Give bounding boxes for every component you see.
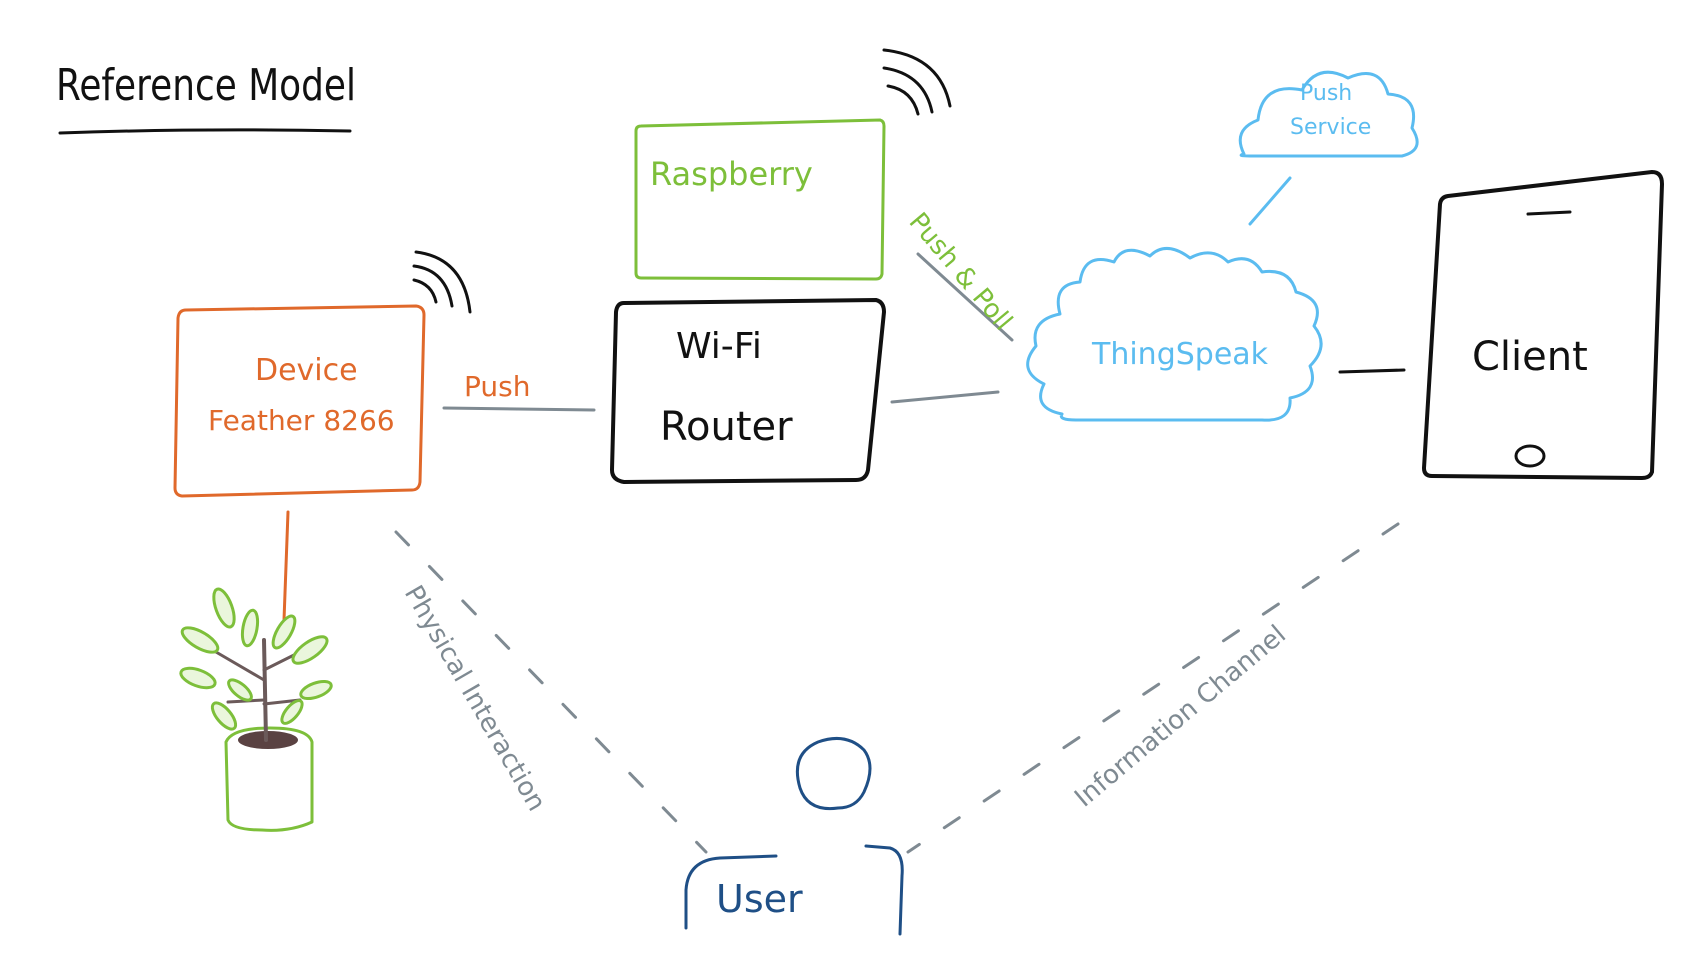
physical-interaction-edge: Physical Interaction: [394, 530, 708, 854]
user-body-left: [684, 854, 778, 930]
raspberry-node: Raspberry: [634, 48, 952, 281]
information-channel-line: [906, 522, 1400, 854]
information-channel-edge: Information Channel: [906, 522, 1400, 854]
physical-interaction-edge-label: Physical Interaction: [398, 581, 552, 817]
raspberry-thingspeak-edge-label: Push & Poll: [903, 207, 1018, 336]
device-label-line2: Feather 8266: [208, 404, 395, 437]
device-router-edge-label: Push: [464, 370, 530, 403]
raspberry-thingspeak-edge: Push & Poll: [903, 207, 1018, 342]
user-body-right: [864, 844, 904, 936]
plant-icon: [179, 587, 333, 832]
push-service-node: Push Service: [1238, 70, 1419, 226]
thingspeak-node: ThingSpeak: [1026, 247, 1323, 422]
thingspeak-client-line: [1338, 368, 1406, 374]
client-label: Client: [1472, 334, 1588, 380]
router-box: [610, 298, 886, 484]
information-channel-edge-label: Information Channel: [1069, 620, 1292, 814]
user-label: User: [716, 877, 803, 921]
router-node: Wi-Fi Router: [610, 298, 886, 484]
device-router-line: [442, 406, 596, 412]
raspberry-box: [634, 118, 886, 281]
push-service-label-line1: Push: [1300, 81, 1352, 106]
client-tablet-icon: [1422, 170, 1664, 480]
router-label-line1: Wi-Fi: [676, 326, 762, 367]
device-node: Device Feather 8266: [173, 250, 472, 622]
raspberry-thingspeak-line: [916, 252, 1014, 342]
physical-interaction-line: [394, 530, 708, 854]
raspberry-wifi-signal-icon: [882, 48, 952, 116]
device-plant-connector: [282, 510, 290, 622]
device-label-line1: Device: [255, 353, 358, 388]
user-node: User: [684, 736, 904, 936]
device-box: [173, 304, 426, 498]
client-speaker-icon: [1526, 210, 1572, 216]
title-underline: [58, 128, 352, 135]
device-wifi-signal-icon: [412, 250, 472, 314]
push-service-label-line2: Service: [1290, 115, 1371, 140]
client-node: Client: [1422, 170, 1664, 480]
router-thingspeak-line: [890, 390, 1000, 404]
client-home-button-icon: [1514, 444, 1546, 468]
user-head-icon: [795, 736, 872, 811]
diagram-title: Reference Model: [56, 60, 356, 111]
device-router-edge: Push: [442, 370, 596, 412]
push-service-thingspeak-line: [1248, 176, 1292, 226]
raspberry-label: Raspberry: [650, 155, 813, 193]
router-label-line2: Router: [660, 404, 793, 450]
push-service-cloud-icon: [1238, 70, 1419, 158]
thingspeak-label: ThingSpeak: [1091, 337, 1269, 372]
title-group: Reference Model: [56, 60, 356, 135]
thingspeak-cloud-icon: [1026, 247, 1323, 422]
